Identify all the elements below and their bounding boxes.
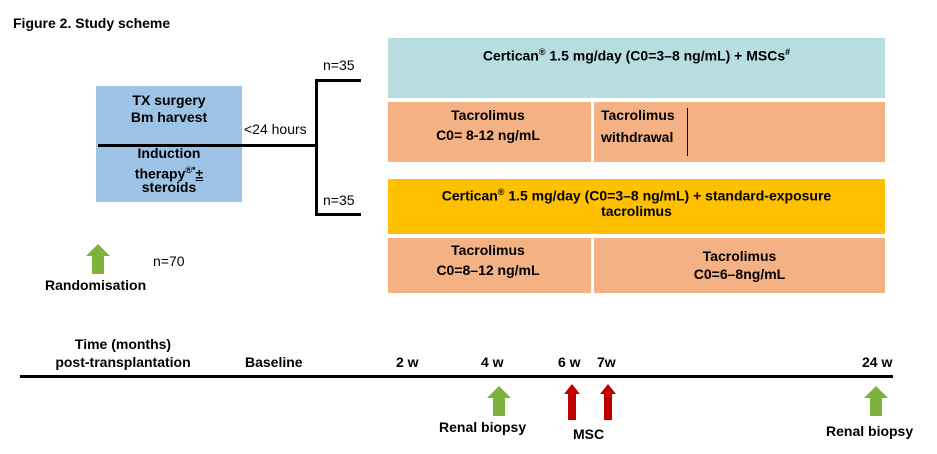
tick-2w: 2 w (396, 354, 419, 370)
arm1-count: n=35 (323, 57, 355, 73)
induction-label: Induction (137, 145, 201, 161)
arm1-cell-tacrolimus: Tacrolimus C0= 8-12 ng/mL (388, 102, 591, 162)
arm2-cell1-line1: Tacrolimus (451, 242, 525, 258)
arm1-cell1-line1: Tacrolimus (451, 107, 525, 123)
arm2-count: n=35 (323, 192, 355, 208)
tick-4w: 4 w (481, 354, 504, 370)
msc-6w-arrow-icon (564, 384, 580, 420)
arm2-header-box: Certican® 1.5 mg/day (C0=3–8 ng/mL) + st… (388, 179, 885, 234)
randomisation-label: Randomisation (45, 277, 147, 293)
arm1-cell2-line1: Tacrolimus (601, 107, 675, 123)
msc-label: MSC (573, 426, 605, 442)
arm2-cell-tacrolimus-low: Tacrolimus C0=6–8ng/mL (594, 238, 885, 293)
time-window-label: <24 hours (244, 121, 307, 137)
renal-biopsy-4w-arrow-icon (487, 386, 511, 416)
arm1-cell-withdrawal: Tacrolimus withdrawal (594, 102, 885, 162)
renal-biopsy-24w-label: Renal biopsy (826, 423, 914, 439)
branch-vertical-line (315, 79, 318, 215)
arm2-cell1-line2: C0=8–12 ng/mL (436, 262, 540, 278)
tick-24w: 24 w (862, 354, 893, 370)
arm2-cell2-line2: C0=6–8ng/mL (693, 266, 786, 282)
therapy-label: therapy®*± (134, 165, 204, 182)
tick-baseline: Baseline (245, 354, 303, 370)
arm2-header-line1: Certican® 1.5 mg/day (C0=3–8 ng/mL) + st… (441, 187, 832, 204)
timeline-axis (20, 375, 893, 378)
steroids-label: steroids (141, 179, 197, 195)
randomisation-line (98, 144, 317, 147)
arm2-cell-tacrolimus-high: Tacrolimus C0=8–12 ng/mL (388, 238, 591, 293)
tick-6w: 6 w (558, 354, 581, 370)
arm1-cell2-line2: withdrawal (601, 129, 674, 145)
arm1-header-box: Certican® 1.5 mg/day (C0=3–8 ng/mL) + MS… (388, 38, 885, 98)
renal-biopsy-24w-arrow-icon (864, 386, 888, 416)
tx-surgery-label: TX surgery (132, 92, 206, 108)
timeline-axis-label-line1: Time (months) (74, 336, 172, 352)
arm1-cell1-line2: C0= 8-12 ng/mL (436, 127, 540, 143)
arm1-header-text: Certican® 1.5 mg/day (C0=3–8 ng/mL) + MS… (482, 47, 791, 64)
total-count: n=70 (153, 253, 185, 269)
upper-branch-line (315, 79, 361, 82)
tick-7w: 7w (597, 354, 616, 370)
lower-branch-line (315, 213, 361, 216)
randomisation-arrow-icon (86, 244, 110, 274)
msc-7w-arrow-icon (600, 384, 616, 420)
withdrawal-marker-line (687, 108, 688, 156)
bm-harvest-label: Bm harvest (130, 109, 208, 125)
figure-title: Figure 2. Study scheme (13, 15, 171, 31)
arm2-cell2-line1: Tacrolimus (702, 248, 777, 264)
timeline-axis-label-line2: post-transplantation (55, 354, 191, 370)
renal-biopsy-4w-label: Renal biopsy (439, 419, 527, 435)
arm2-header-line2: tacrolimus (601, 203, 672, 219)
